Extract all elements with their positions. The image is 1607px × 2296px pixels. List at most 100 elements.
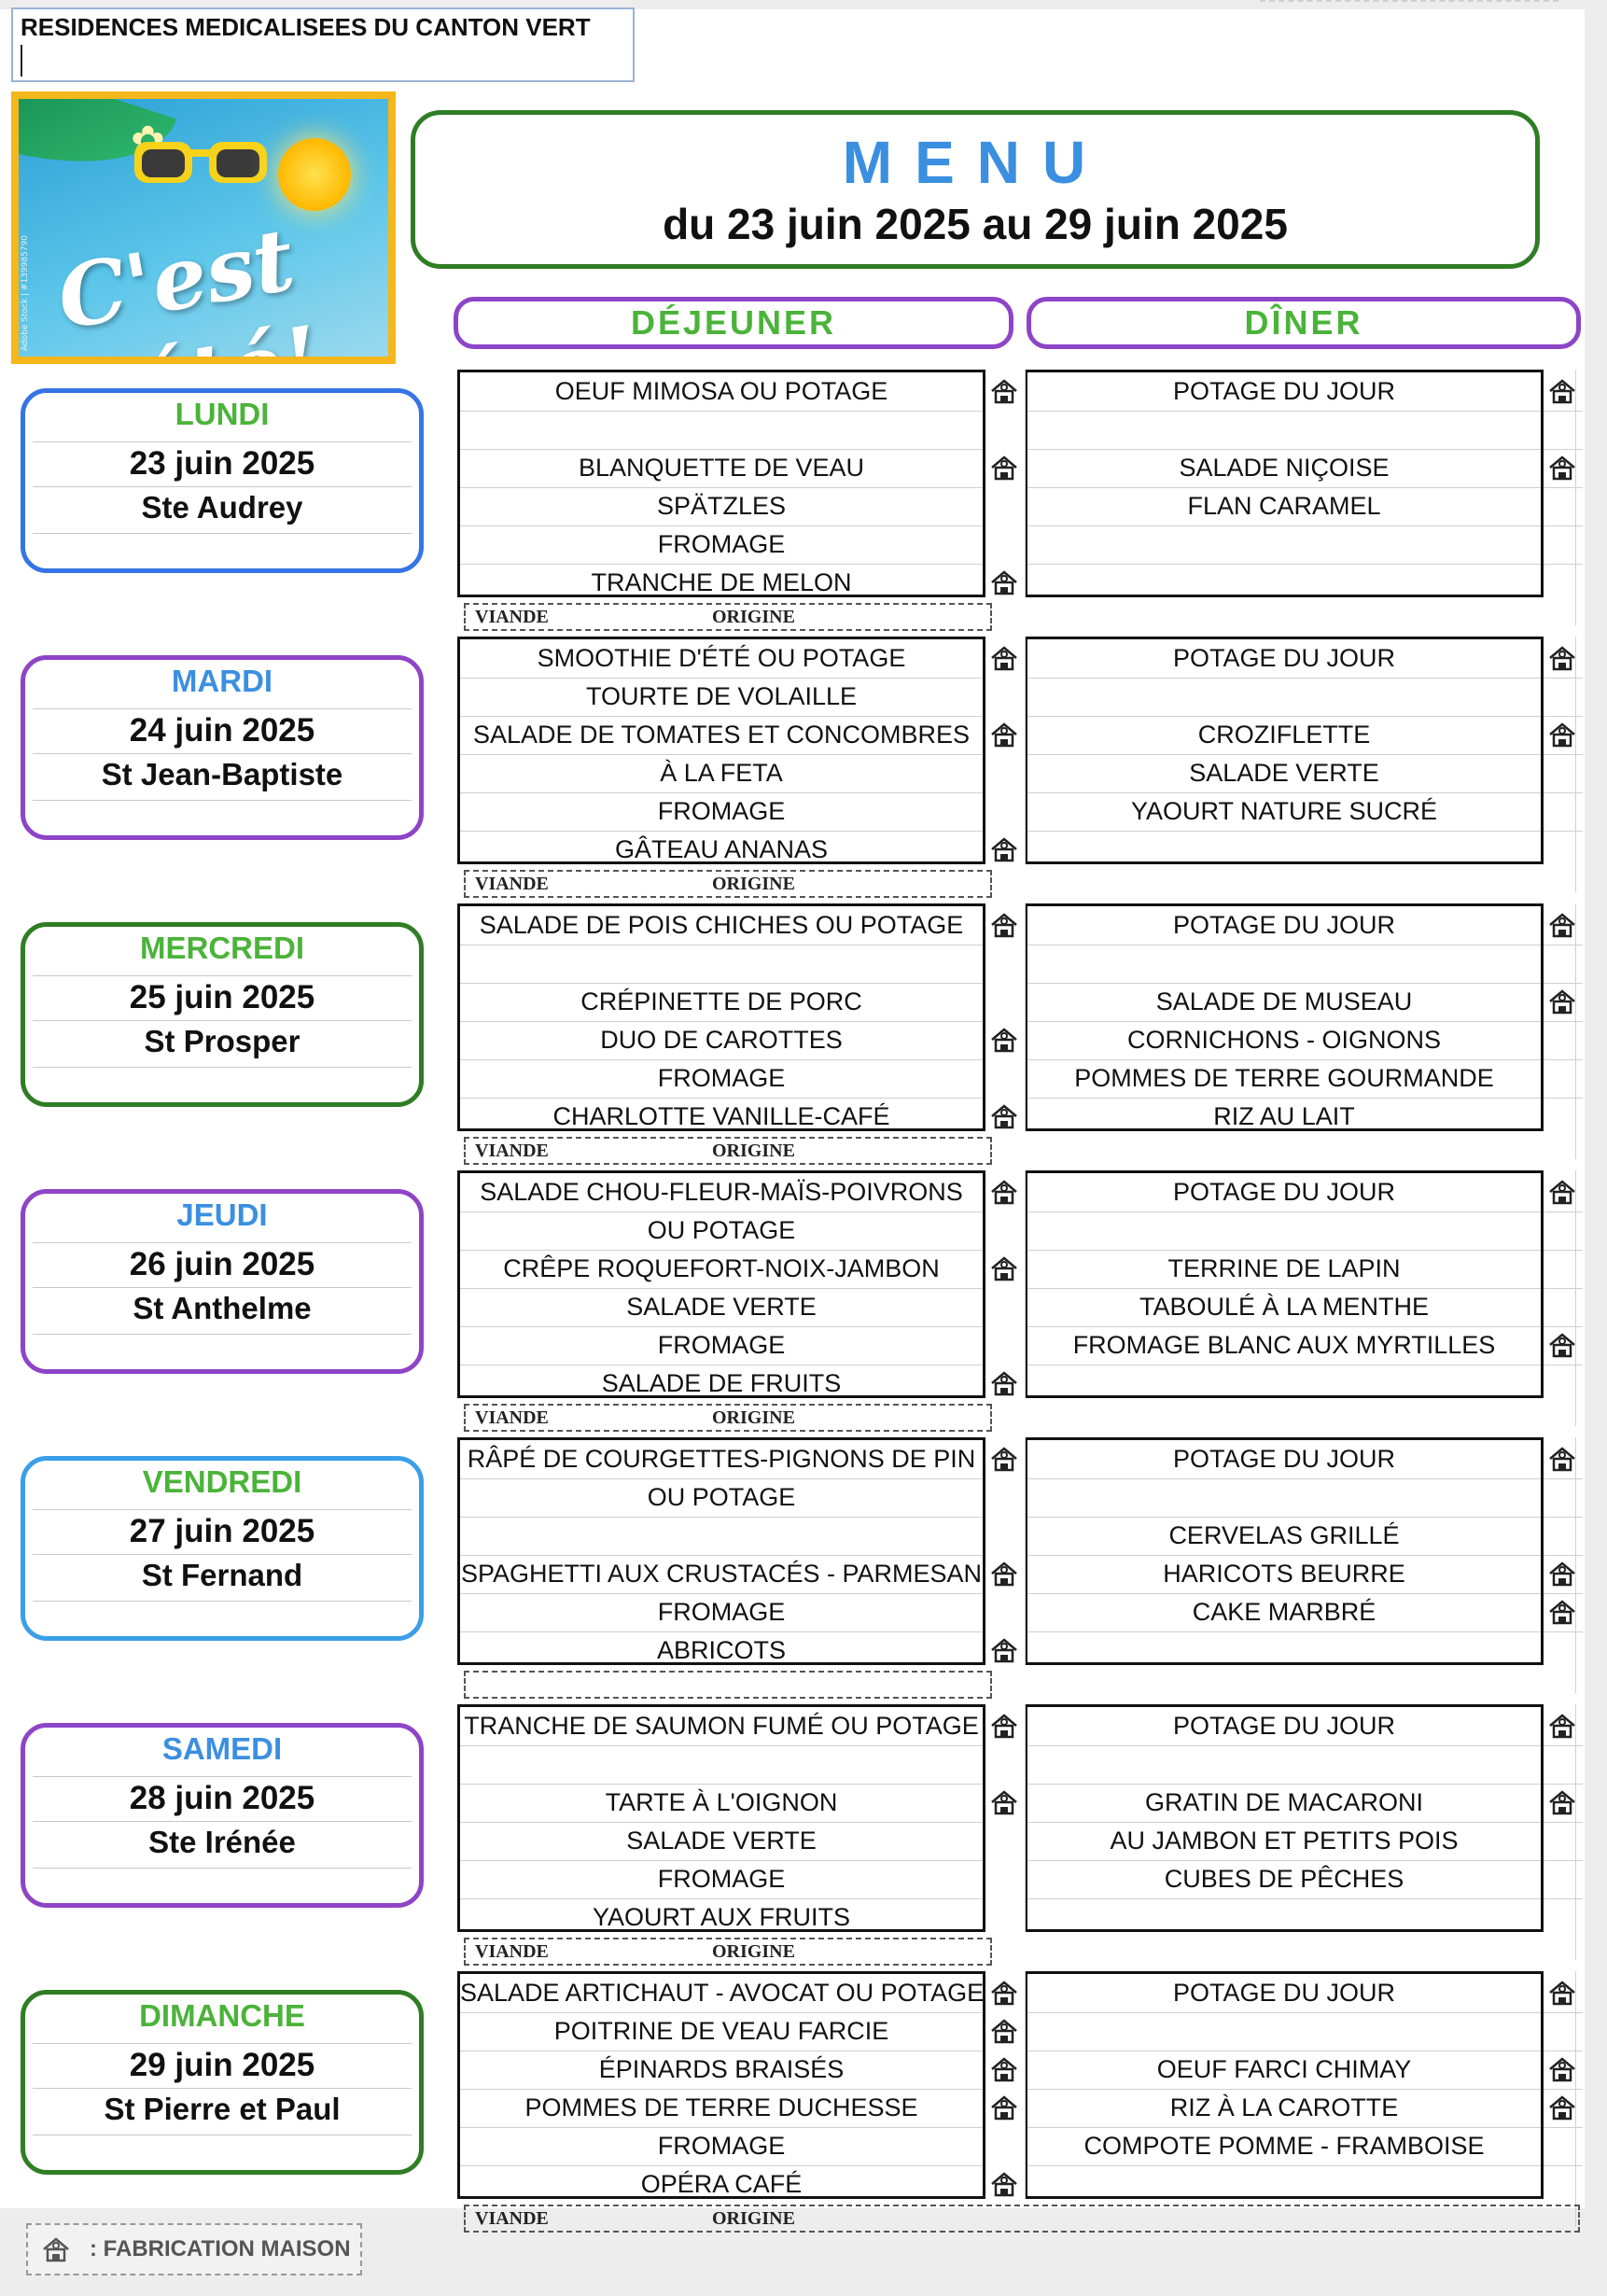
grid-edge xyxy=(1575,1437,1576,1693)
menu-sheet xyxy=(0,9,1585,2208)
lunch-dish xyxy=(460,411,983,449)
dinner-dish: CORNICHONS - OIGNONS xyxy=(1126,1026,1441,1054)
lunch-dish: SALADE CHOU-FLEUR-MAÏS-POIVRONS xyxy=(480,1178,963,1206)
row-rule xyxy=(460,1250,983,1251)
dinner-header: DÎNER xyxy=(1027,297,1581,349)
row-rule xyxy=(1544,1211,1583,1212)
meat-origin-strip[interactable] xyxy=(464,1671,992,1699)
row-rule xyxy=(460,2089,983,2090)
row-rule xyxy=(460,983,983,984)
day-saint: St Prosper xyxy=(144,1024,300,1058)
lunch-dish: OU POTAGE xyxy=(647,1483,796,1511)
dinner-dish: POTAGE DU JOUR xyxy=(1172,1979,1396,2007)
house-chef-icon xyxy=(989,376,1019,406)
house-chef-icon xyxy=(989,720,1019,749)
house-chef-icon xyxy=(989,643,1019,673)
row-rule xyxy=(1544,1021,1583,1022)
row-rule xyxy=(1544,716,1583,717)
row-rule xyxy=(460,1098,983,1099)
dinner-dish xyxy=(1027,525,1541,564)
dinner-header-label: DÎNER xyxy=(1244,303,1363,342)
row-rule xyxy=(460,1211,983,1212)
row-rule xyxy=(460,411,983,412)
icon-column-rule xyxy=(1025,1971,1026,2199)
lunch-dish: POMMES DE TERRE DUCHESSE xyxy=(524,2093,918,2121)
organization-name: RESIDENCES MEDICALISEES DU CANTON VERT xyxy=(21,13,591,41)
row-rule xyxy=(1027,1288,1541,1289)
dinner-dish: COMPOTE POMME - FRAMBOISE xyxy=(1083,2132,1485,2160)
lunch-header-label: DÉJEUNER xyxy=(630,303,837,342)
day-rule xyxy=(33,1020,412,1021)
dinner-frame xyxy=(1025,1437,1544,1665)
row-rule xyxy=(1027,1631,1541,1632)
row-rule xyxy=(460,1021,983,1022)
lunch-dish: OU POTAGE xyxy=(647,1216,796,1244)
day-rule xyxy=(33,753,412,754)
day-name: VENDREDI xyxy=(142,1464,302,1499)
day-name: MARDI xyxy=(171,664,273,698)
summer-slogan: C'est l'été! xyxy=(49,208,328,357)
row-rule xyxy=(460,1059,983,1060)
row-rule xyxy=(1027,449,1541,450)
dinner-dish: POTAGE DU JOUR xyxy=(1172,911,1396,939)
house-chef-icon xyxy=(1547,1711,1577,1741)
row-rule xyxy=(1027,983,1541,984)
day-rule xyxy=(33,1509,412,1510)
house-chef-icon xyxy=(1547,2093,1577,2122)
day-name: JEUDI xyxy=(176,1197,268,1232)
day-date: 27 juin 2025 xyxy=(129,1513,315,1549)
day-rule xyxy=(33,2088,412,2089)
dinner-dish: HARICOTS BEURRE xyxy=(1163,1560,1405,1588)
row-rule xyxy=(1544,1822,1583,1823)
dinner-dish xyxy=(1027,678,1541,716)
day-rule xyxy=(33,975,412,976)
origin-label: ORIGINE xyxy=(712,1407,795,1428)
lunch-dish: POITRINE DE VEAU FARCIE xyxy=(553,2017,889,2045)
row-rule xyxy=(1027,1898,1541,1899)
row-rule xyxy=(1544,1898,1583,1899)
organization-name-cell[interactable]: RESIDENCES MEDICALISEES DU CANTON VERT xyxy=(11,7,635,82)
row-rule xyxy=(1544,792,1583,793)
dinner-dish: AU JAMBON ET PETITS POIS xyxy=(1110,1827,1459,1855)
meat-label: VIANDE xyxy=(475,2208,549,2229)
day-saint: St Pierre et Paul xyxy=(104,2092,341,2126)
row-rule xyxy=(460,831,983,832)
day-rule xyxy=(33,1601,412,1602)
meat-label: VIANDE xyxy=(475,1141,549,1161)
row-rule xyxy=(460,1898,983,1899)
row-rule xyxy=(1544,1326,1583,1327)
day-rule xyxy=(33,1868,412,1869)
row-rule xyxy=(460,564,983,565)
row-rule xyxy=(1027,1098,1541,1099)
house-chef-icon xyxy=(989,1787,1019,1817)
dinner-dish: SALADE NIÇOISE xyxy=(1179,454,1390,482)
lunch-dish: CRÉPINETTE DE PORC xyxy=(580,987,862,1015)
house-chef-icon xyxy=(989,1101,1019,1131)
day-rule xyxy=(33,486,412,487)
dinner-frame xyxy=(1025,1704,1544,1932)
grid-edge xyxy=(1575,637,1576,892)
dinner-dish: SALADE DE MUSEAU xyxy=(1155,987,1413,1015)
date-range: du 23 juin 2025 au 29 juin 2025 xyxy=(663,200,1288,248)
row-rule xyxy=(1027,1555,1541,1556)
house-chef-icon xyxy=(989,1635,1019,1665)
lunch-dish: OPÉRA CAFÉ xyxy=(640,2170,803,2198)
day-rule xyxy=(33,2043,412,2044)
lunch-frame xyxy=(457,1971,985,2199)
row-rule xyxy=(460,1517,983,1518)
row-rule xyxy=(1544,1478,1583,1479)
lunch-dish: ABRICOTS xyxy=(656,1636,787,1664)
house-chef-icon xyxy=(1547,987,1577,1016)
meat-label: VIANDE xyxy=(475,607,549,627)
house-chef-icon xyxy=(1547,1559,1577,1589)
